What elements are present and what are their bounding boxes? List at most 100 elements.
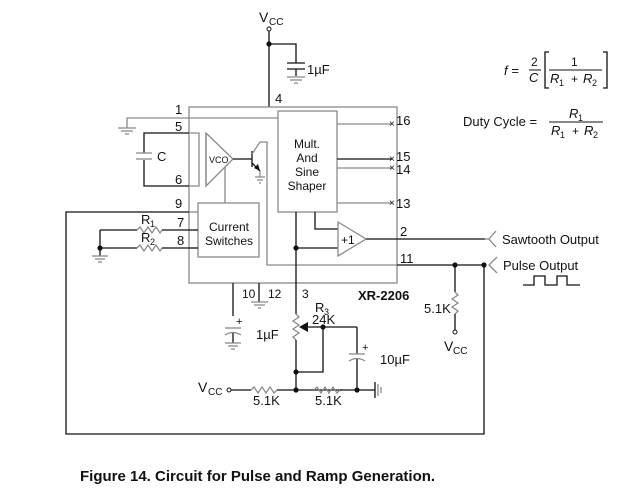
vcc-bottom-terminal: V CC xyxy=(198,379,232,398)
vcc-bottom-label: V xyxy=(198,379,208,395)
figure-caption: Figure 14. Circuit for Pulse and Ramp Ge… xyxy=(80,468,435,485)
capacitor-pin10: + 1µF xyxy=(224,316,279,350)
mult-label-line1: Mult. xyxy=(294,137,320,151)
vco-label: VCO xyxy=(209,155,229,165)
multiplier-sine-shaper-block: Mult. And Sine Shaper xyxy=(277,110,338,213)
r2-label: R xyxy=(141,230,150,245)
ground-icon xyxy=(118,127,136,135)
r3-value-label: 24K xyxy=(312,312,335,327)
freq-r1: R xyxy=(550,71,559,86)
freq-plus: + xyxy=(571,72,578,86)
cap-c-label: C xyxy=(157,149,166,164)
switches-label-line1: Current xyxy=(209,220,250,234)
pin-6-label: 6 xyxy=(175,172,182,187)
pin-15-label: 15 xyxy=(396,149,410,164)
pin-2-label: 2 xyxy=(400,224,407,239)
vcc-pullup-subscript: CC xyxy=(453,346,467,357)
sawtooth-output-label: Sawtooth Output xyxy=(502,232,599,247)
freq-r2-sub: 2 xyxy=(592,78,597,88)
cap-1uf-pin10-label: 1µF xyxy=(256,327,279,342)
duty-den-r2-sub: 2 xyxy=(593,130,598,140)
pulse-output-label: Pulse Output xyxy=(503,258,579,273)
pin-1-label: 1 xyxy=(175,102,182,117)
frequency-formula: f = 2 C 1 R 1 + R 2 xyxy=(504,51,608,89)
current-switches-block: Current Switches xyxy=(197,202,260,258)
pin-12-label: 12 xyxy=(268,287,282,301)
duty-den-r2: R xyxy=(584,123,593,138)
feedback-wire xyxy=(65,211,485,435)
mult-label-line2: And xyxy=(296,151,317,165)
r3-label: R xyxy=(315,300,324,315)
freq-denominator: C xyxy=(529,70,539,85)
resistor-bottom-left-label: 5.1K xyxy=(253,393,280,408)
duty-plus: + xyxy=(572,124,579,138)
pullup-resistor-label: 5.1K xyxy=(424,301,451,316)
pin-8-label: 8 xyxy=(177,233,184,248)
pulse-output-terminal: Pulse Output xyxy=(488,256,579,274)
ground-icon xyxy=(251,301,268,309)
pin-10-label: 10 xyxy=(242,287,256,301)
pin-7-label: 7 xyxy=(177,215,184,230)
plus-sign: + xyxy=(236,316,242,328)
freq-numerator: 2 xyxy=(531,55,538,69)
plus-sign: + xyxy=(362,342,368,354)
nc-x-16: × xyxy=(389,119,395,130)
decoupling-capacitor: 1µF xyxy=(287,62,330,84)
pin-3-label: 3 xyxy=(302,287,309,301)
pin-4-label: 4 xyxy=(275,91,282,106)
wiper-arrow-icon xyxy=(299,322,308,332)
nc-x-15: × xyxy=(389,154,395,165)
chip-name-label: XR-2206 xyxy=(358,288,409,303)
resistor-r2 xyxy=(136,243,163,253)
capacitor-10uf: + 10µF xyxy=(348,327,410,390)
duty-cycle-formula: Duty Cycle = R 1 R 1 + R 2 xyxy=(463,106,603,140)
chassis-ground-icon xyxy=(374,382,382,398)
freq-r2: R xyxy=(583,71,592,86)
vcc-pullup-label: V xyxy=(444,338,454,354)
duty-num-r1: R xyxy=(569,106,578,121)
duty-den-r1: R xyxy=(551,123,560,138)
pin-14-label: 14 xyxy=(396,162,410,177)
pin-11-label: 11 xyxy=(400,251,414,266)
pin-13-label: 13 xyxy=(396,196,410,211)
duty-num-r1-sub: 1 xyxy=(578,113,583,123)
mult-label-line4: Shaper xyxy=(288,179,327,193)
duty-lhs: Duty Cycle = xyxy=(463,114,537,129)
resistor-bottom-right xyxy=(313,385,341,395)
vcc-top-subscript: CC xyxy=(269,17,283,28)
freq-r1-sub: 1 xyxy=(559,78,564,88)
cap-10uf-label: 10µF xyxy=(380,352,410,367)
vcc-top-terminal: V CC xyxy=(259,9,297,107)
switches-label-line2: Switches xyxy=(205,234,253,248)
pin-9-label: 9 xyxy=(175,196,182,211)
buffer-amplifier: +1 xyxy=(337,220,368,258)
r3-subscript: 3 xyxy=(324,307,329,317)
ground-icon xyxy=(92,255,108,263)
freq-inner-numerator: 1 xyxy=(571,55,578,69)
buffer-label: +1 xyxy=(341,233,355,247)
resistor-r1 xyxy=(136,225,163,235)
xr2206-chip-outline xyxy=(188,106,398,284)
mult-label-line3: Sine xyxy=(295,165,319,179)
nc-x-14: × xyxy=(389,163,395,174)
nc-x-13: × xyxy=(389,198,395,209)
pin-16-label: 16 xyxy=(396,113,410,128)
r1-label: R xyxy=(141,212,150,227)
pin-5-label: 5 xyxy=(175,119,182,134)
sawtooth-output-terminal: Sawtooth Output xyxy=(485,230,599,248)
resistor-bottom-left xyxy=(250,385,278,395)
r2-subscript: 2 xyxy=(150,237,155,247)
square-wave-icon xyxy=(523,275,580,286)
transistor-icon xyxy=(251,141,268,258)
resistor-bottom-right-label: 5.1K xyxy=(315,393,342,408)
r1-subscript: 1 xyxy=(150,219,155,229)
resistor-pullup xyxy=(450,291,460,315)
timing-capacitor: C xyxy=(136,149,166,164)
vcc-top-label: V xyxy=(259,9,269,25)
freq-lhs: f = xyxy=(504,63,519,78)
duty-den-r1-sub: 1 xyxy=(560,130,565,140)
vco-block: VCO xyxy=(189,131,234,188)
vcc-bottom-subscript: CC xyxy=(208,387,222,398)
potentiometer-r3 xyxy=(291,313,301,341)
